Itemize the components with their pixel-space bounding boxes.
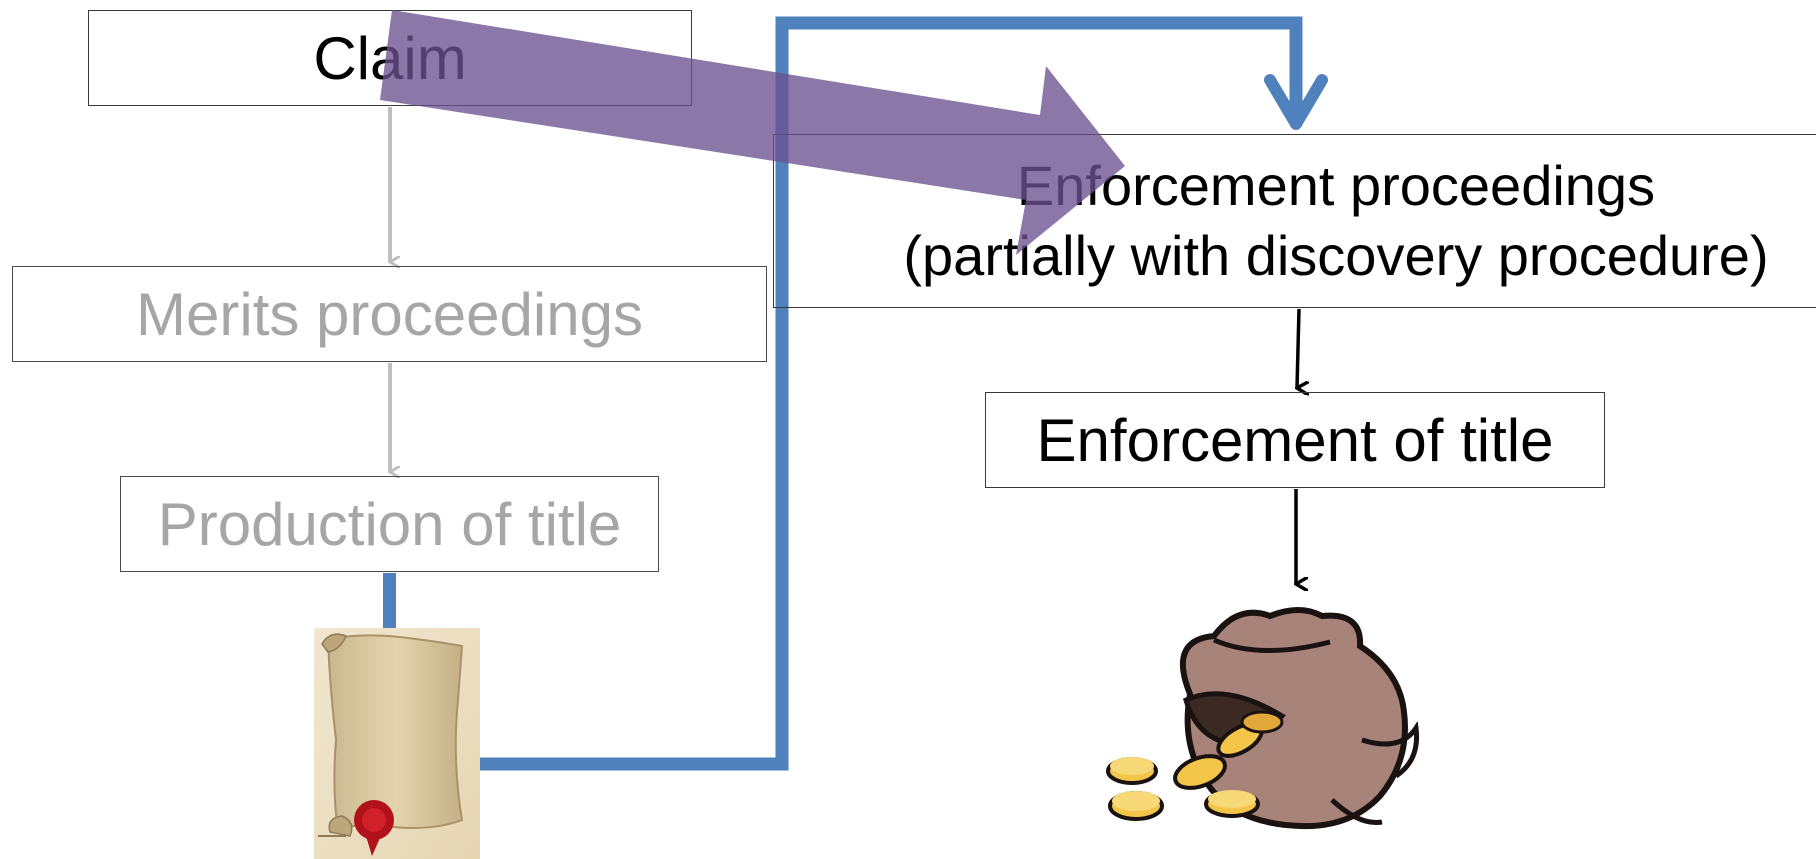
blue-arrowhead — [1264, 74, 1328, 130]
blue-path-segment-production — [383, 573, 396, 629]
claim-box: Claim — [88, 10, 692, 106]
enforcement-proceedings-line2: (partially with discovery procedure) — [903, 224, 1769, 287]
claim-label: Claim — [313, 24, 467, 92]
scroll-with-wax-seal-icon — [314, 628, 480, 859]
enforcement-proceedings-text: Enforcement proceedings (partially with … — [903, 151, 1768, 291]
enforcement-proceedings-line1: Enforcement proceedings — [1016, 154, 1656, 217]
enforcement-of-title-box: Enforcement of title — [985, 392, 1605, 488]
enforcement-proceedings-box: Enforcement proceedings (partially with … — [773, 134, 1816, 308]
production-of-title-box: Production of title — [120, 476, 659, 572]
enforcement-of-title-label: Enforcement of title — [1036, 406, 1554, 474]
money-bag-with-coins-icon — [1106, 607, 1420, 830]
production-of-title-label: Production of title — [157, 490, 622, 558]
merits-proceedings-label: Merits proceedings — [136, 280, 643, 348]
arrow-proceedings-to-title — [1297, 308, 1299, 388]
merits-proceedings-box: Merits proceedings — [12, 266, 767, 362]
